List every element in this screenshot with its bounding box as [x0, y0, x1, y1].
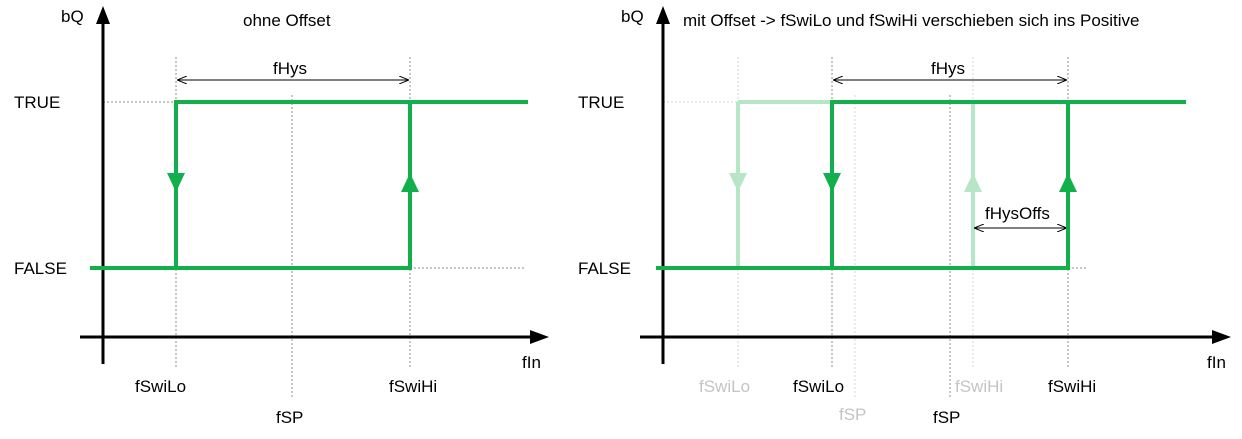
right-y-axis-arrow [656, 6, 670, 24]
left-falling-arrow-icon [167, 173, 185, 192]
left-fsp-label: fSP [276, 408, 303, 427]
left-y-axis-arrow [96, 6, 110, 24]
right-ghost-rising-arrow-icon [964, 173, 982, 192]
right-fswilo-label: fSwiLo [793, 377, 844, 396]
right-falling-arrow-icon [823, 173, 841, 192]
right-fsp-label: fSP [933, 408, 960, 427]
left-signal-falling-path [174, 100, 528, 268]
right-hysteresis-offset-label: fHysOffs [985, 204, 1050, 223]
left-rising-arrow-icon [401, 173, 419, 192]
left-fswilo-label: fSwiLo [135, 377, 186, 396]
right-signal-rising-path [656, 102, 1070, 270]
right-x-axis-arrow [1212, 330, 1231, 344]
left-x-axis-arrow [530, 330, 549, 344]
right-ghost-fsp-label: fSP [839, 405, 866, 424]
right-hysteresis-label: fHys [931, 59, 965, 78]
left-panel-title: ohne Offset [243, 11, 331, 30]
right-ghost-falling-arrow-icon [729, 173, 747, 192]
right-rising-arrow-icon [1059, 173, 1077, 192]
left-signal-rising-path [90, 102, 412, 270]
right-panel-title: mit Offset -> fSwiLo und fSwiHi verschie… [683, 11, 1140, 30]
left-true-label: TRUE [14, 93, 60, 112]
left-false-label: FALSE [14, 259, 67, 278]
left-fswihi-label: fSwiHi [389, 377, 437, 396]
right-x-axis-label: fIn [1207, 353, 1226, 372]
left-panel: bQ ohne Offset fHys TRUE FALSE fIn fSwiL… [14, 6, 549, 427]
left-y-axis-label: bQ [61, 7, 84, 26]
right-panel: bQ mit Offset -> fSwiLo und fSwiHi versc… [578, 6, 1231, 427]
left-x-axis-label: fIn [522, 353, 541, 372]
right-y-axis-label: bQ [621, 7, 644, 26]
right-signal-falling-path [830, 100, 1186, 268]
right-ghost-fswilo-label: fSwiLo [699, 377, 750, 396]
right-true-label: TRUE [578, 93, 624, 112]
right-fswihi-label: fSwiHi [1048, 377, 1096, 396]
right-ghost-fswihi-label: fSwiHi [955, 377, 1003, 396]
right-false-label: FALSE [578, 259, 631, 278]
left-hysteresis-label: fHys [273, 59, 307, 78]
